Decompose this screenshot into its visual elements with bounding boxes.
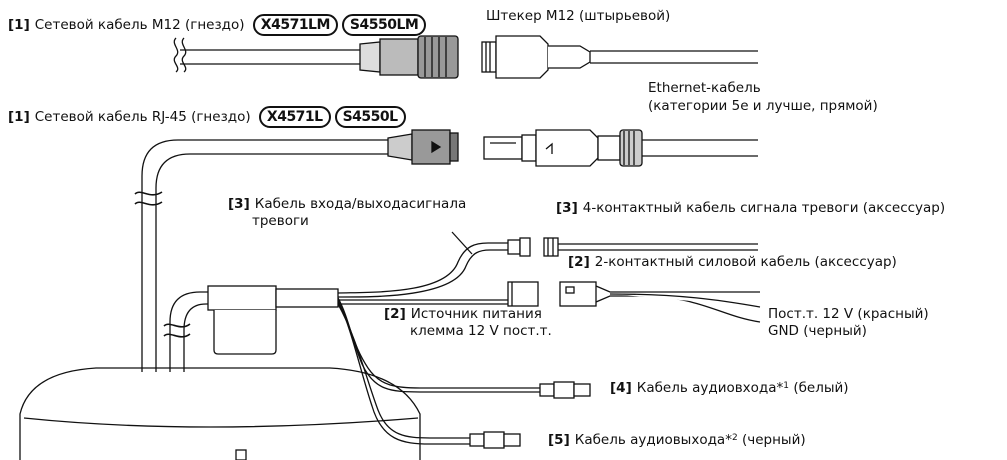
audio-in-label: [4]Кабель аудиовхода*1 (белый) [610, 380, 849, 397]
alarm-cable-wire [337, 231, 531, 298]
ethernet-label-line1: Ethernet-кабель [648, 80, 761, 96]
ethernet-cable-wire [590, 50, 758, 64]
label-text: 4-контактный кабель сигнала тревоги (акс… [582, 200, 946, 216]
m12-cable-wire [173, 37, 360, 73]
label-number: [1] [8, 17, 30, 33]
cable-loom [163, 285, 339, 372]
m12-socket-connector [359, 35, 459, 79]
label-tail: (белый) [789, 380, 849, 396]
label-number: [3] [556, 200, 578, 216]
footnote-mark: 2 [731, 433, 738, 443]
m12-plug-label: Штекер M12 (штырьевой) [486, 8, 671, 24]
model-badge: X4571L [258, 106, 331, 128]
camera-body [19, 367, 421, 460]
audio-out-label: [5]Кабель аудиовыхода*2 (черный) [548, 432, 806, 449]
alarm-cable-label: [3]Кабель входа/выходасигнала [228, 196, 466, 213]
label-text: Кабель аудиовхода* [636, 380, 784, 396]
model-badge: S4550LM [341, 14, 427, 36]
label-text: Кабель аудиовыхода* [574, 432, 732, 448]
model-badge: S4550L [334, 106, 406, 128]
alarm-4pin-accessory [543, 237, 758, 257]
footnote-mark: 1 [783, 381, 790, 391]
dc12-red-label: Пост.т. 12 V (красный) [768, 306, 929, 322]
label-text: Источник питания [410, 306, 542, 322]
label-number: [1] [8, 109, 30, 125]
power-2pin-label: [2]2-контактный силовой кабель (аксессуа… [568, 254, 897, 271]
audio-out-cable [337, 299, 521, 449]
rj45-cable-wire [134, 139, 388, 372]
power-cable-wire [338, 281, 539, 307]
label-number: [5] [548, 432, 570, 448]
gnd-black-label: GND (черный) [768, 323, 867, 339]
model-badge: X4571LM [252, 14, 338, 36]
label-number: [4] [610, 380, 632, 396]
label-number: [3] [228, 196, 250, 212]
label-text: Сетевой кабель M12 (гнездо) [34, 17, 245, 33]
label-text: Сетевой кабель RJ-45 (гнездо) [34, 109, 251, 125]
power-source-label: [2]Источник питания [384, 306, 542, 323]
label-text: 2-контактный силовой кабель (аксессуар) [594, 254, 897, 270]
label-number: [2] [568, 254, 590, 270]
rj45-plug-connector [483, 129, 758, 167]
label-text: Кабель входа/выходасигнала [254, 196, 467, 212]
m12-plug-connector [481, 35, 591, 79]
alarm-cable-label-line2: тревоги [252, 213, 309, 229]
power-2pin-accessory [559, 281, 761, 323]
label-tail: (черный) [737, 432, 806, 448]
rj45-socket-connector [387, 129, 459, 165]
power-source-label-line2: клемма 12 V пост.т. [410, 323, 552, 339]
ethernet-label-line2: (категории 5e и лучше, прямой) [648, 98, 878, 114]
alarm-4pin-label: [3]4-контактный кабель сигнала тревоги (… [556, 200, 945, 217]
label-number: [2] [384, 306, 406, 322]
